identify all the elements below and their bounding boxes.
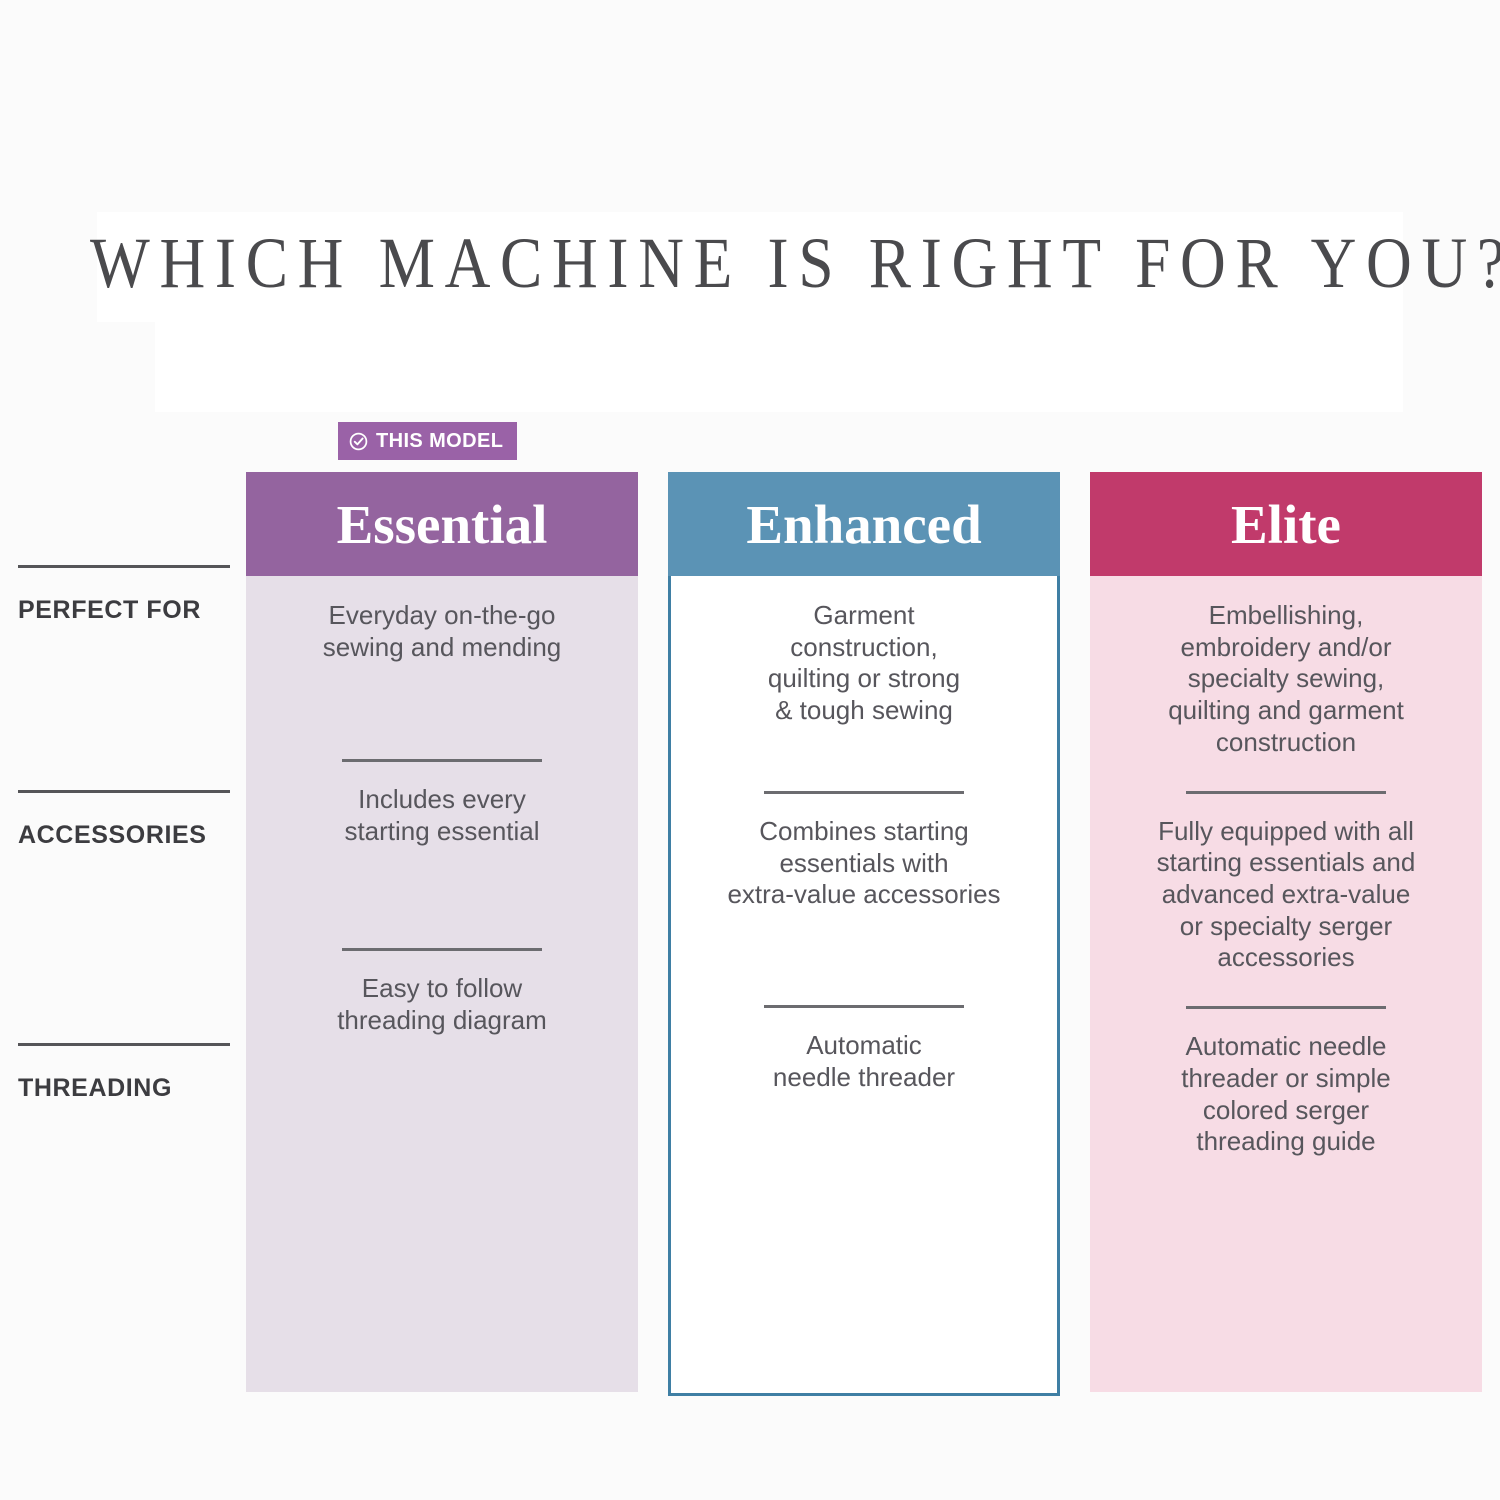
comparison-column-elite[interactable]: Elite Embellishing, embroidery and/or sp… (1090, 472, 1482, 1392)
cell-text: Automatic needle threader (772, 1030, 956, 1092)
column-title: Elite (1231, 493, 1341, 555)
cell-text: Easy to follow threading diagram (337, 972, 547, 1035)
column-body-elite: Embellishing, embroidery and/or specialt… (1090, 576, 1482, 1392)
row-label-rule (18, 565, 230, 568)
cell-text: Embellishing, embroidery and/or specialt… (1168, 600, 1404, 757)
cell-divider (342, 759, 542, 763)
row-label-rule (18, 1043, 230, 1046)
row-label-text: ACCESSORIES (18, 821, 207, 849)
row-label-text: THREADING (18, 1074, 173, 1102)
cell-divider (1186, 1006, 1386, 1010)
cell-divider (764, 790, 964, 794)
cell-enhanced-perfect-for: Garment construction, quilting or strong… (689, 576, 1039, 727)
cell-essential-accessories: Includes every starting essential (264, 663, 620, 847)
column-header-elite: Elite (1090, 472, 1482, 576)
row-label-perfect-for: PERFECT FOR (18, 565, 230, 625)
cell-divider (1186, 790, 1386, 794)
column-header-enhanced: Enhanced (668, 472, 1060, 576)
page-title: WHICH MACHINE IS RIGHT FOR YOU? (90, 223, 1500, 303)
cell-text: Everyday on-the-go sewing and mending (322, 600, 562, 662)
column-body-essential: Everyday on-the-go sewing and mending In… (246, 576, 638, 1392)
cell-enhanced-accessories: Combines starting essentials with extra-… (689, 727, 1039, 911)
cell-essential-perfect-for: Everyday on-the-go sewing and mending (264, 576, 620, 663)
cell-enhanced-threading: Automatic needle threader (689, 911, 1039, 1093)
comparison-column-essential[interactable]: Essential Everyday on-the-go sewing and … (246, 472, 638, 1392)
column-body-enhanced: Garment construction, quilting or strong… (668, 576, 1060, 1396)
check-circle-icon (349, 432, 368, 451)
cell-text: Includes every starting essential (344, 784, 540, 847)
column-title: Enhanced (746, 493, 982, 555)
row-label-rule (18, 790, 230, 793)
cell-elite-accessories: Fully equipped with all starting essenti… (1108, 759, 1464, 975)
this-model-badge: THIS MODEL (338, 422, 518, 460)
cell-text: Garment construction, quilting or strong… (767, 600, 961, 726)
row-label-text: PERFECT FOR (18, 596, 201, 624)
this-model-badge-label: THIS MODEL (376, 430, 504, 452)
column-title: Essential (336, 493, 548, 555)
cell-text: Combines starting essentials with extra-… (727, 815, 1001, 910)
comparison-column-enhanced[interactable]: Enhanced Garment construction, quilting … (668, 472, 1060, 1396)
cell-elite-threading: Automatic needle threader or simple colo… (1108, 974, 1464, 1158)
cell-text: Automatic needle threader or simple colo… (1181, 1031, 1391, 1157)
title-background-band (97, 212, 1403, 322)
column-header-essential: Essential (246, 472, 638, 576)
cell-divider (764, 1005, 964, 1009)
cell-essential-threading: Easy to follow threading diagram (264, 848, 620, 1036)
row-label-accessories: ACCESSORIES (18, 790, 230, 850)
row-label-threading: THREADING (18, 1043, 230, 1103)
cell-elite-perfect-for: Embellishing, embroidery and/or specialt… (1108, 576, 1464, 759)
title-background-band-secondary (155, 322, 1403, 412)
cell-divider (342, 947, 542, 951)
cell-text: Fully equipped with all starting essenti… (1156, 815, 1416, 973)
